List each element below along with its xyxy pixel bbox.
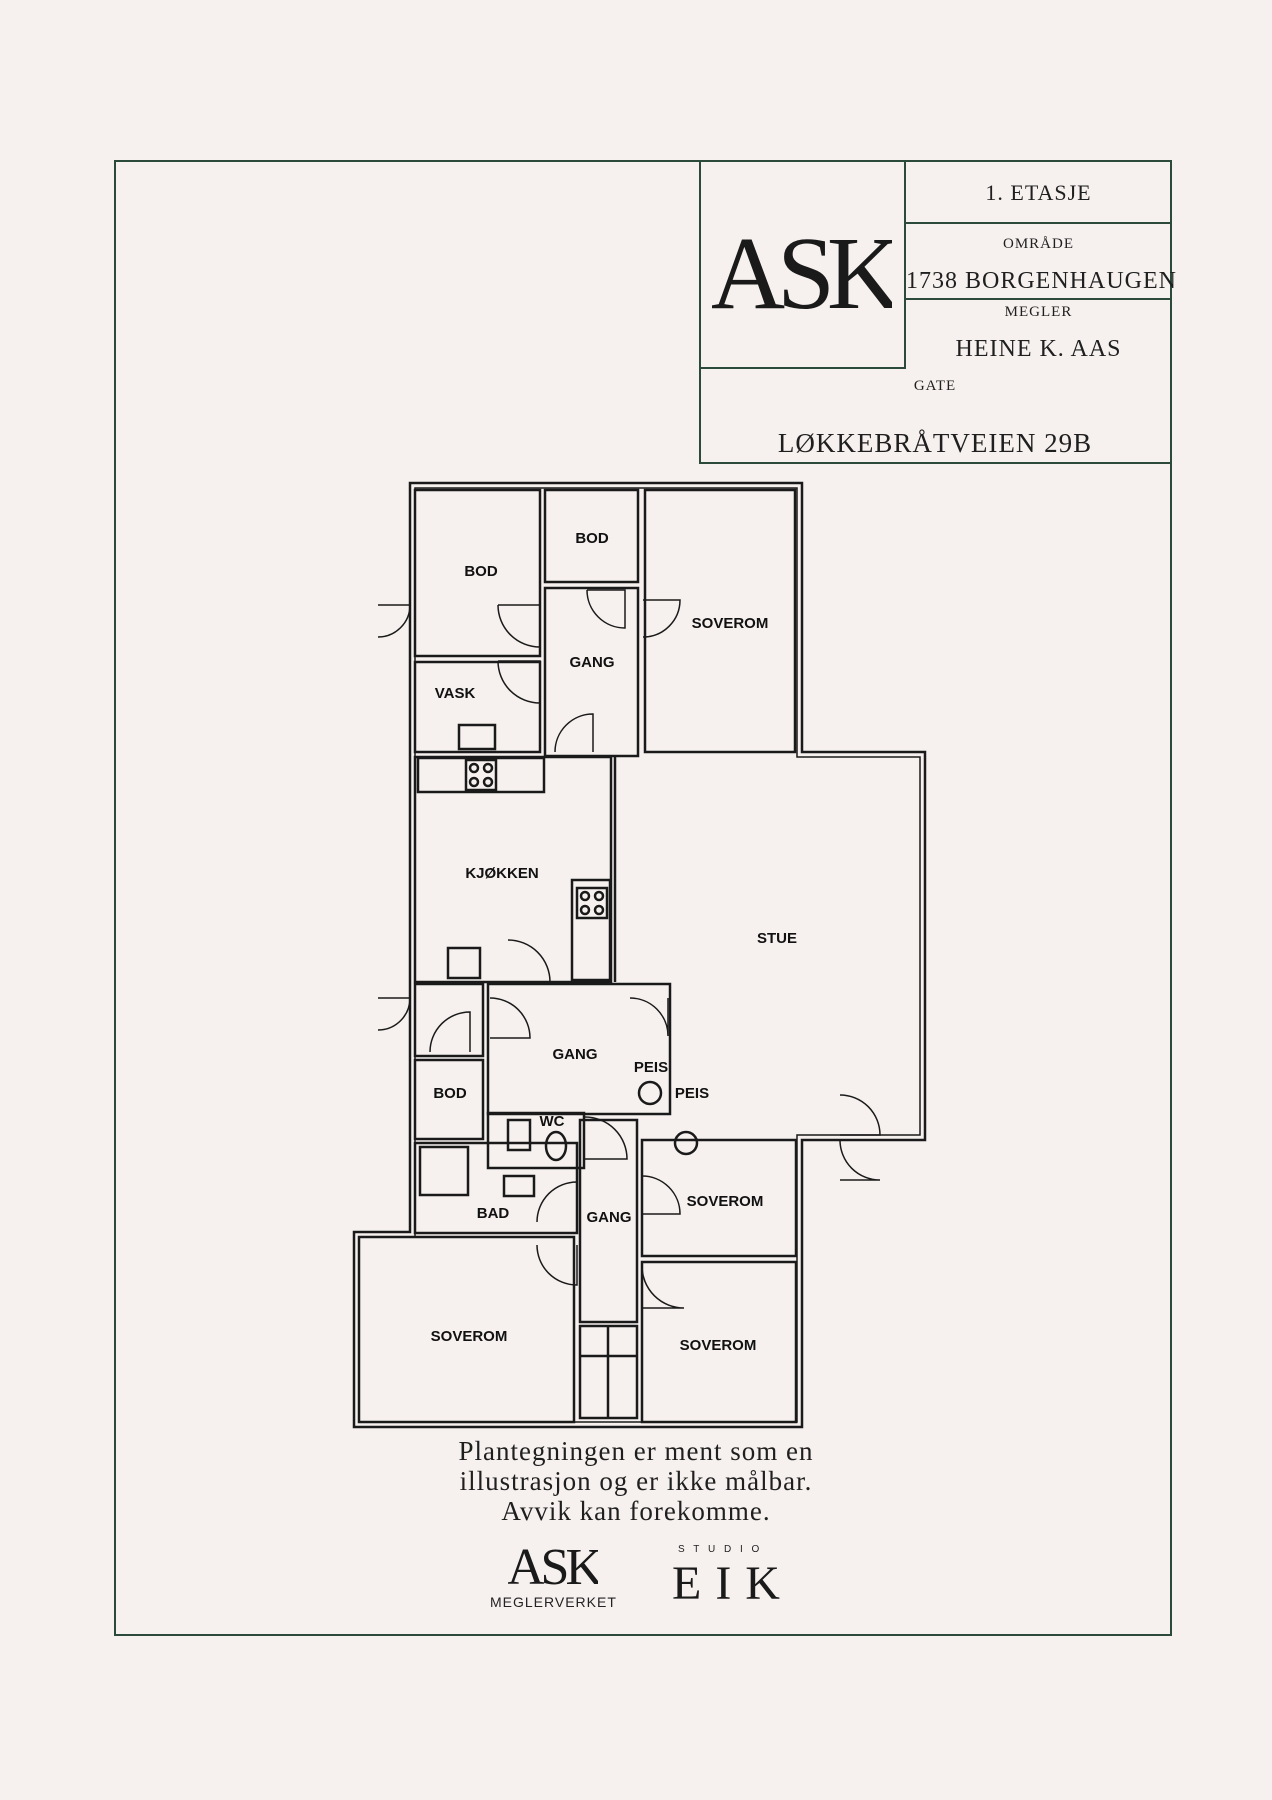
wall-entry: [413, 982, 485, 1058]
outer-wall: [352, 481, 927, 1429]
area-value: 1738 BORGENHAUGEN: [906, 268, 1177, 294]
shower: [418, 1145, 470, 1197]
studio-eik-logo: EIK: [672, 1557, 794, 1610]
street-value: LØKKEBRÅTVEIEN 29B: [777, 428, 1093, 458]
bad-sink: [502, 1174, 536, 1198]
area-label: OMRÅDE: [1002, 236, 1074, 252]
broker-label: MEGLER: [1004, 304, 1073, 320]
kitchen-counter-side: [570, 878, 612, 982]
room-label-bod-1: BOD: [464, 563, 498, 580]
title-block-logo-cell: [699, 162, 906, 369]
ask-logo: ASK: [712, 216, 892, 320]
disclaimer-line-2: illustrasjon og er ikke målbar.: [459, 1466, 813, 1496]
drawing-frame: [114, 160, 1172, 1636]
peis-stove-2: [673, 1130, 699, 1156]
kitchen-counter-top: [416, 756, 546, 794]
wall-soverom-4: [357, 1235, 576, 1424]
outer-wall-inner: [358, 487, 921, 1423]
disclaimer-line-3: Avvik kan forekomme.: [501, 1496, 771, 1526]
room-label-soverom-1: SOVEROM: [692, 615, 769, 632]
title-block: [699, 162, 1171, 464]
floor-label: 1. ETASJE: [985, 180, 1092, 205]
room-label-bod-3: BOD: [433, 1085, 467, 1102]
room-label-stue: STUE: [757, 930, 797, 947]
room-label-bod-2: BOD: [575, 530, 609, 547]
disclaimer-line-1: Plantegningen er ment som en: [458, 1436, 814, 1466]
studio-label: S T U D I O: [678, 1544, 763, 1555]
wall-bod-3: [413, 1058, 485, 1141]
wall-gang-1: [543, 586, 640, 758]
room-label-gang-2: GANG: [553, 1046, 598, 1063]
peis-stove-1: [637, 1080, 663, 1106]
toilet: [544, 1130, 568, 1162]
wall-bod-2: [543, 488, 640, 584]
room-label-kjokken: KJØKKEN: [465, 865, 538, 882]
room-label-peis-2: PEIS: [675, 1085, 709, 1102]
title-block-divider: [906, 222, 1171, 224]
title-block-divider: [906, 298, 1171, 300]
ask-logo-text: ASK: [712, 216, 892, 320]
broker-value: HEINE K. AAS: [955, 336, 1122, 362]
sink-vask: [457, 723, 497, 751]
room-label-soverom-4: SOVEROM: [431, 1328, 508, 1345]
room-label-peis-1: PEIS: [634, 1059, 668, 1076]
street-label: GATE: [913, 378, 957, 394]
wall-vask: [413, 660, 542, 754]
ask-footer-logo: ASK: [508, 1540, 598, 1590]
room-label-gang-3: GANG: [587, 1209, 632, 1226]
wall-gang-3: [578, 1118, 639, 1324]
room-label-vask: VASK: [435, 685, 476, 702]
sink-kjokken: [446, 946, 482, 980]
disclaimer: Plantegningen er ment som en illustrasjo…: [0, 1436, 1272, 1526]
stove-side: [575, 886, 609, 920]
room-label-soverom-2: SOVEROM: [687, 1193, 764, 1210]
room-label-soverom-3: SOVEROM: [680, 1337, 757, 1354]
wall-wc: [486, 1111, 586, 1170]
ask-footer-logo-text: ASK: [508, 1540, 598, 1590]
wall-soverom-1: [643, 488, 797, 754]
room-label-gang-1: GANG: [570, 654, 615, 671]
stove-top: [464, 758, 498, 792]
wall-bod-1: [413, 488, 542, 658]
wc-sink: [506, 1118, 532, 1152]
ask-footer-subtitle: MEGLERVERKET: [490, 1594, 617, 1610]
room-label-bad: BAD: [477, 1205, 510, 1222]
room-label-wc: WC: [540, 1113, 565, 1130]
